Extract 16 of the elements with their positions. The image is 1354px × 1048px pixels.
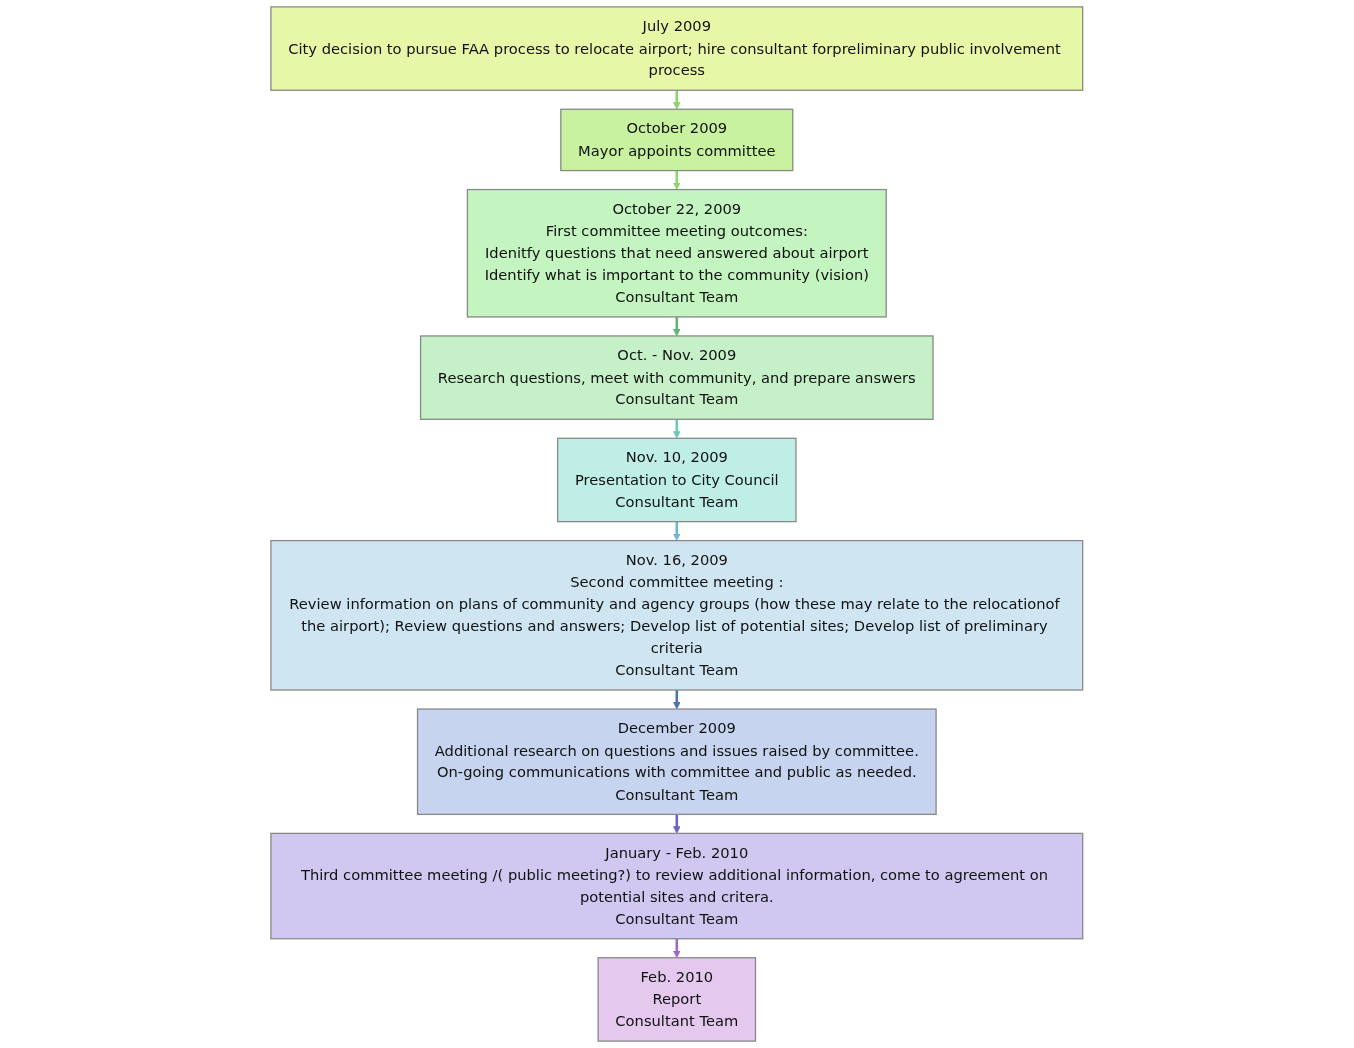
arrow [673, 521, 681, 541]
node-box: October 22, 2009 First committee meeting outcomes: Idenitfy questions that need answered about airport Identify what is important to the community (vision) Consultant Team [466, 188, 888, 318]
node-box: Feb. 2010 Report Consultant Team [597, 957, 757, 1042]
arrow [673, 814, 681, 834]
arrow [673, 170, 681, 190]
node-box: December 2009 Additional research on questions and issues raised by committee. On-going communications with committee and public as needed. Consultant Team [417, 708, 937, 816]
arrow [673, 316, 681, 337]
node-box: Oct. - Nov. 2009 Research questions, meet with community, and prepare answers Consultant Team [420, 335, 934, 420]
node-box: Nov. 10, 2009 Presentation to City Council Consultant Team [557, 437, 797, 523]
arrow [673, 90, 681, 110]
node-box: July 2009 City decision to pursue FAA process to relocate airport; hire consultant forpreliminary public involvement process [270, 6, 1084, 91]
node-box: Nov. 16, 2009 Second committee meeting : Review information on plans of community and agency groups (how these may relate to the relocationof the airport); Review questions and answers; Develop list of potential sites; Develop list of preliminary criteria Consultant Team [270, 539, 1084, 691]
node-box: January - Feb. 2010 Third committee meeting /( public meeting?) to review additional information, come to agreement on potential sites and critera. Consultant Team [270, 832, 1084, 940]
node-box: October 2009 Mayor appoints committee [560, 108, 794, 172]
arrow [673, 419, 681, 439]
arrow [673, 938, 681, 959]
